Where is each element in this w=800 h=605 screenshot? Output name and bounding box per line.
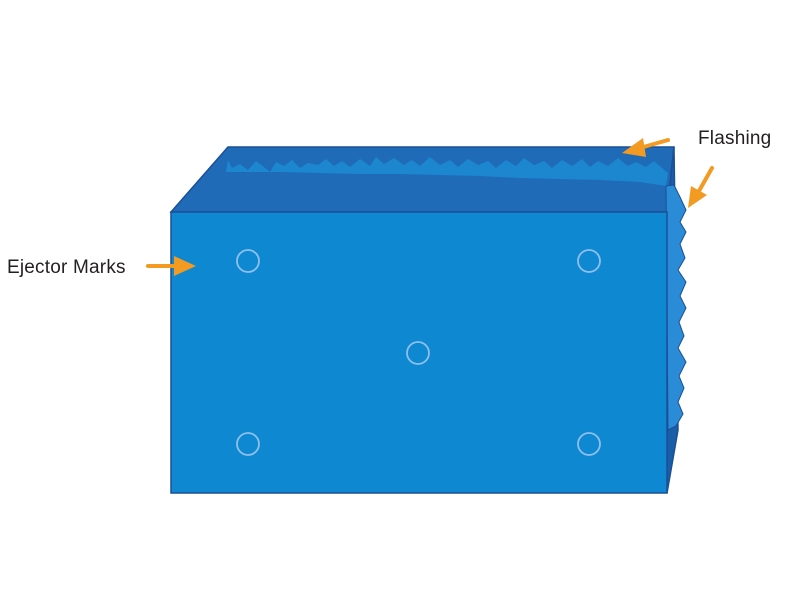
ejector-mark — [236, 432, 260, 456]
ejector-mark — [577, 432, 601, 456]
arrow-icon — [622, 138, 670, 157]
arrow-icon — [688, 166, 714, 208]
ejector-mark — [406, 341, 430, 365]
top-flashing — [226, 157, 668, 186]
arrow-icon — [146, 256, 196, 276]
side-flashing — [665, 184, 687, 431]
ejector-marks-label: Ejector Marks — [7, 257, 126, 278]
ejector-mark — [577, 249, 601, 273]
flashing-label: Flashing — [698, 128, 772, 149]
ejector-mark — [236, 249, 260, 273]
block-front-face — [170, 211, 668, 494]
